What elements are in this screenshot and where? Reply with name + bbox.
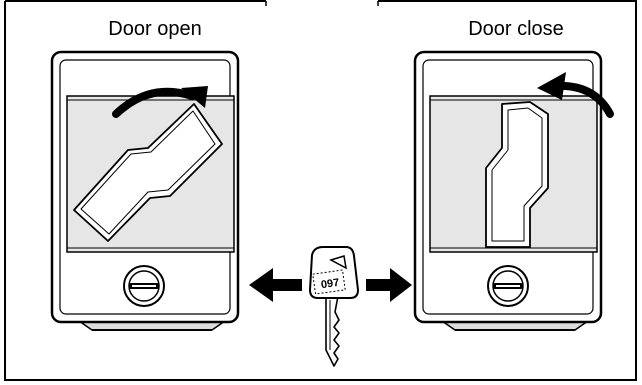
caption-door-close: Door close <box>468 18 564 40</box>
handle-open <box>73 103 223 242</box>
lock-cylinder-icon <box>487 265 529 307</box>
rotate-clockwise-arrow-icon <box>112 86 208 118</box>
handle-closed <box>485 101 549 248</box>
arrow-left-icon <box>249 268 302 302</box>
lock-cylinder-icon <box>123 265 165 307</box>
arrow-right-icon <box>366 268 412 302</box>
key-tag-number: 097 <box>320 277 340 291</box>
door-open-panel <box>50 50 240 331</box>
key-icon <box>308 246 360 367</box>
caption-door-open: Door open <box>108 18 202 40</box>
door-close-panel <box>413 50 614 331</box>
diagram-frame <box>4 0 637 381</box>
rotate-counterclockwise-arrow-icon <box>537 72 614 118</box>
